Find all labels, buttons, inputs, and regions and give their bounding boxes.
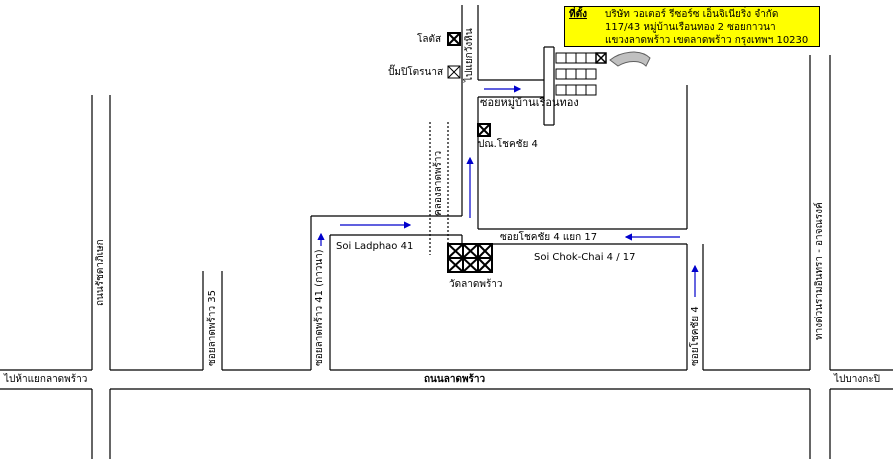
soi-ladphao-41-en-label: Soi Ladphao 41	[336, 241, 414, 252]
soi-ladprao-35-label: ซอยลาดพร้าว 35	[207, 290, 218, 366]
callout-arrow-icon	[609, 51, 651, 67]
chokchai17-label: ซอยโชคชัย 4 แยก 17	[500, 232, 598, 243]
address-line-3: แขวงลาดพร้าว เขตลาดพร้าว กรุงเทพฯ 10230	[605, 35, 809, 46]
main-road-label: ถนนลาดพร้าว	[424, 374, 486, 385]
post-office-marker	[477, 123, 491, 137]
lotus-marker	[447, 32, 461, 46]
to-bangkapi-label: ไปบางกะปิ	[834, 374, 880, 385]
temple-marker	[447, 243, 493, 273]
office-location-marker	[595, 52, 607, 64]
expressway-label: ทางด่วนรามอินทรา - อาจณรงค์	[814, 202, 825, 340]
address-box: ที่ตั้ง บริษัท วอเตอร์ รีซอร์ซ เอ็นจิเนี…	[564, 6, 820, 47]
soi-ladprao-41-label: ซอยลาดพร้าว 41 (กาวนา)	[314, 249, 325, 366]
address-line-1: บริษัท วอเตอร์ รีซอร์ซ เอ็นจิเนียริ่ง จำ…	[605, 9, 779, 20]
ptt-station-label: ปั๊มปิโตรนาส	[388, 67, 444, 78]
to-wang-hin-label: ไปแยกวังหิน	[464, 28, 475, 82]
soi-chokchai-4-label: ซอยโชคชัย 4	[690, 306, 701, 366]
ratchadaphisek-label: ถนนรัชดาภิเษก	[95, 239, 106, 306]
temple-label: วัดลาดพร้าว	[449, 279, 503, 290]
chokchai-en-label: Soi Chok-Chai 4 / 17	[534, 252, 636, 263]
ptt-station-marker	[447, 65, 461, 79]
address-heading: ที่ตั้ง	[569, 9, 587, 20]
post-office-label: ปณ.โชคชัย 4	[478, 139, 538, 150]
to-ha-yaek-label: ไปห้าแยกลาดพร้าว	[4, 374, 88, 385]
village-houses	[555, 52, 597, 96]
soi-muban-label: ซอยหมู่บ้านเรือนทอง	[480, 96, 579, 109]
khlong-ladprao-label: คลองลาดพร้าว	[433, 150, 444, 216]
address-line-2: 117/43 หมู่บ้านเรือนทอง 2 ซอยกาวนา	[605, 22, 776, 33]
lotus-label: โลตัส	[417, 34, 442, 45]
